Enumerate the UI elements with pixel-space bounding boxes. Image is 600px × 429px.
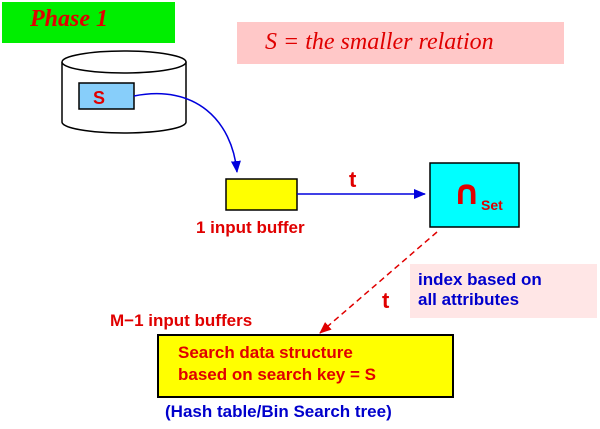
tuple-label-bottom: t	[382, 288, 390, 313]
phase-box	[2, 2, 175, 43]
index-note-box	[410, 264, 597, 318]
intersect-operator-box	[429, 162, 520, 228]
input-buffer	[225, 178, 298, 211]
buffers-label: M−1 input buffers	[110, 311, 253, 330]
search-structure-label: Search data structure based on search ke…	[178, 343, 376, 384]
intersection-symbol: ∩	[453, 173, 481, 213]
search-structure-box	[157, 334, 454, 398]
relation-note: S = the smaller relation	[265, 29, 494, 55]
input-buffer-label: 1 input buffer	[196, 218, 305, 237]
read-arrow	[133, 93, 241, 173]
phase-title: Phase 1	[30, 6, 108, 32]
insert-arrow	[319, 231, 438, 334]
relation-block	[78, 82, 135, 110]
index-note: index based on all attributes	[418, 270, 542, 309]
search-structure-caption: (Hash table/Bin Search tree)	[165, 402, 392, 421]
relation-note-box	[237, 22, 564, 64]
relation-s-label: S	[93, 88, 106, 108]
intersection-subscript: Set	[481, 197, 503, 213]
tuple-label-top: t	[349, 167, 357, 192]
